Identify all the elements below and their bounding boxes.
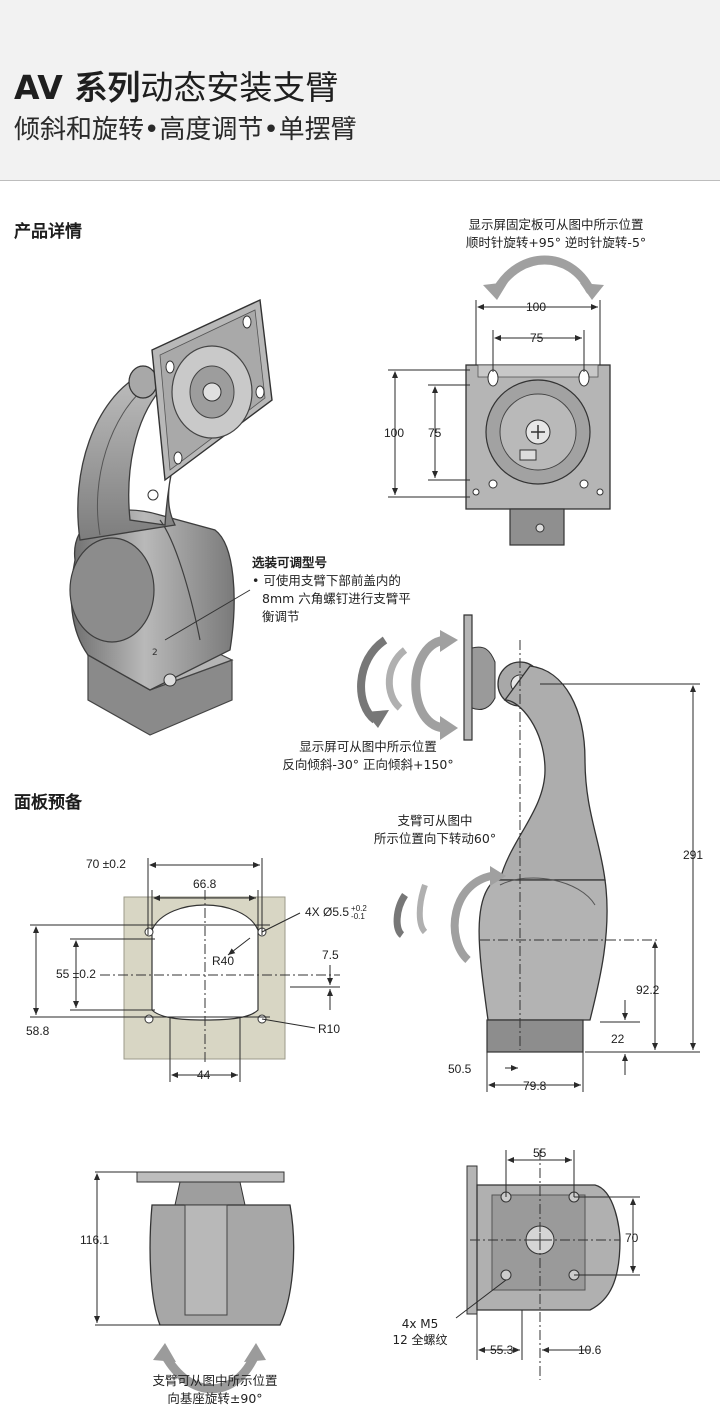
dim-panel-7-5: 7.5	[322, 948, 339, 962]
page-title: AV 系列动态安装支臂	[14, 66, 338, 110]
option-note: 选装可调型号 • 可使用支臂下部前盖内的 8mm 六角螺钉进行支臂平 衡调节	[252, 554, 411, 626]
dim-panel-44: 44	[197, 1068, 211, 1082]
title-series: AV 系列	[14, 68, 141, 107]
arm-rotation-note: 支臂可从图中 所示位置向下转动60°	[360, 812, 510, 848]
dim-panel-58-8: 58.8	[26, 1024, 50, 1038]
dim-panel-inner: 66.8	[193, 877, 217, 891]
dim-base-offset: 50.5	[448, 1062, 472, 1076]
arm-rotation-line-2: 所示位置向下转动60°	[373, 831, 497, 846]
section-product-details: 产品详情	[14, 222, 82, 242]
svg-text:2: 2	[152, 648, 158, 658]
dim-panel-holes: 4X Ø5.5+0.2-0.1	[305, 905, 367, 921]
screw-line-2: 12 全螺纹	[392, 1333, 448, 1347]
header-banner: AV 系列动态安装支臂 倾斜和旋转•高度调节•单摆臂	[0, 0, 720, 181]
dim-lower-height: 92.2	[636, 983, 660, 997]
dim-rear-width: 55	[533, 1146, 547, 1160]
option-line-2: 8mm 六角螺钉进行支臂平	[262, 591, 411, 606]
plate-rotation-line-1: 显示屏固定板可从图中所示位置	[468, 217, 644, 232]
arm-side-view	[357, 614, 700, 1092]
page-subtitle: 倾斜和旋转•高度调节•单摆臂	[14, 115, 357, 145]
dim-side-height: 116.1	[80, 1233, 110, 1247]
dim-plate-outer-height: 100	[384, 426, 405, 440]
tilt-line-2: 反向倾斜-30° 正向倾斜+150°	[282, 757, 454, 772]
dim-panel-tol-minus: -0.1	[351, 912, 365, 921]
title-product: 动态安装支臂	[140, 68, 339, 107]
option-line-3: 衡调节	[262, 609, 300, 624]
dim-total-height: 291	[683, 848, 704, 862]
option-line-1: • 可使用支臂下部前盖内的	[252, 573, 401, 588]
dim-panel-r10: R10	[318, 1022, 341, 1036]
arm-rotation-line-1: 支臂可从图中	[397, 813, 473, 828]
plate-front-view	[388, 255, 611, 546]
dim-plate-inner-height: 75	[428, 426, 442, 440]
dim-panel-r40: R40	[212, 954, 235, 968]
dim-plate-inner-width: 75	[530, 331, 544, 345]
dim-rear-height: 70	[625, 1231, 639, 1245]
screw-note: 4x M5 12 全螺纹	[380, 1316, 460, 1348]
base-side-view	[94, 1171, 295, 1394]
base-rotation-line-1: 支臂可从图中所示位置	[152, 1373, 278, 1388]
dim-rear-10-6: 10.6	[578, 1343, 602, 1357]
plate-rotation-note: 显示屏固定板可从图中所示位置 顺时针旋转+95° 逆时针旋转-5°	[436, 216, 676, 252]
plate-rotation-line-2: 顺时针旋转+95° 逆时针旋转-5°	[465, 235, 647, 250]
tilt-note: 显示屏可从图中所示位置 反向倾斜-30° 正向倾斜+150°	[268, 738, 468, 774]
dim-panel-holes-label: 4X Ø5.5	[305, 905, 350, 920]
dim-plate-outer-width: 100	[526, 300, 547, 314]
dim-base-width: 79.8	[523, 1079, 547, 1093]
section-panel-prep: 面板预备	[14, 793, 82, 813]
panel-cutout-drawing	[30, 858, 340, 1082]
dim-panel-tol-plus: +0.2	[351, 904, 367, 913]
dim-rear-55-3: 55.3	[490, 1343, 514, 1357]
dim-base-height: 22	[611, 1032, 625, 1046]
arm-illustration: 2	[69, 298, 273, 736]
base-rotation-note: 支臂可从图中所示位置 向基座旋转±90°	[130, 1372, 300, 1408]
base-rotation-line-2: 向基座旋转±90°	[167, 1391, 263, 1406]
tilt-line-1: 显示屏可从图中所示位置	[299, 739, 437, 754]
dim-panel-outer: 70 ±0.2	[86, 857, 126, 871]
rear-view	[455, 1150, 640, 1380]
dim-panel-55: 55 ±0.2	[56, 967, 96, 981]
screw-line-1: 4x M5	[401, 1317, 439, 1331]
option-title: 选装可调型号	[252, 555, 328, 570]
